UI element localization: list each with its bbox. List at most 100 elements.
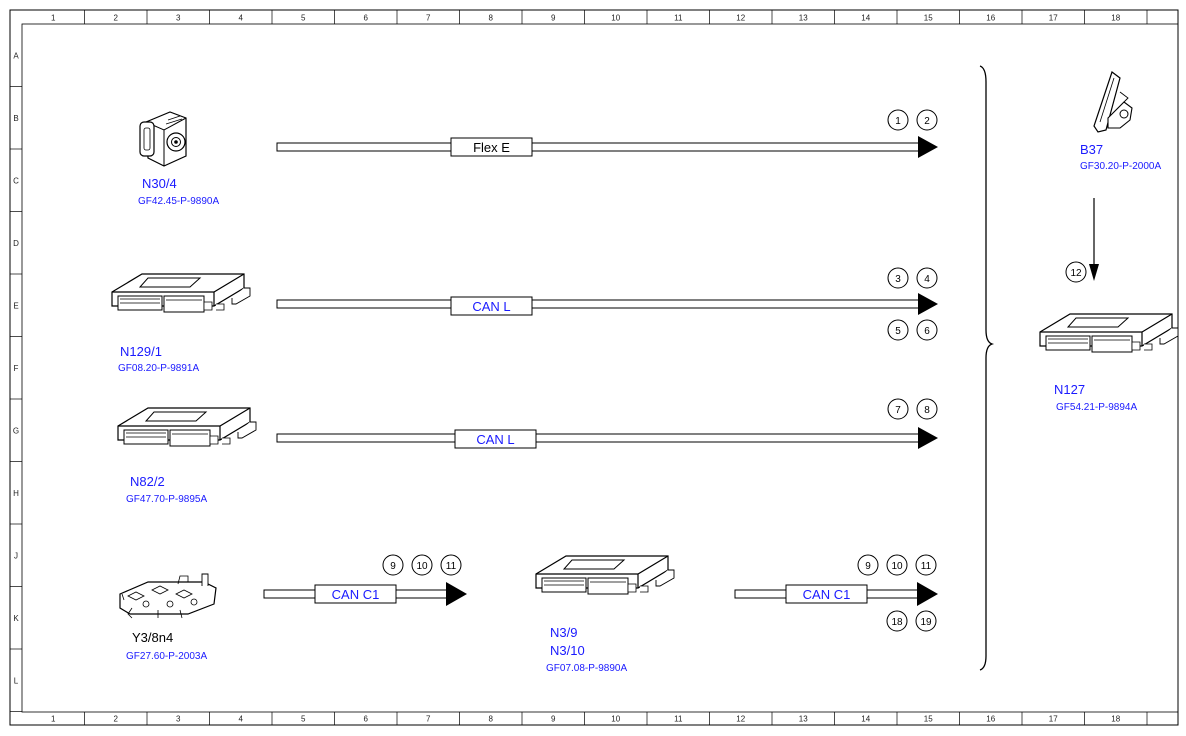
- component-y3-8n4[interactable]: Y3/8n4 GF27.60-P-2003A: [119, 573, 217, 662]
- connector-9[interactable]: 9: [857, 554, 879, 576]
- connector-7[interactable]: 7: [887, 398, 909, 420]
- connector-10[interactable]: 10: [886, 554, 908, 576]
- arrow-head-icon: [918, 293, 938, 315]
- component-n127[interactable]: N127 GF54.21-P-9894A: [1039, 313, 1179, 413]
- grid-row-label: D: [13, 239, 19, 248]
- component-name: B37: [1080, 142, 1103, 157]
- bus-label: CAN L: [476, 432, 514, 447]
- bus-can-c1-1: CAN C1: [263, 582, 467, 606]
- component-name: N82/2: [130, 474, 165, 489]
- svg-text:18: 18: [891, 617, 903, 628]
- grid-column-label: 4: [239, 14, 244, 23]
- grid-column-label: 11: [674, 14, 683, 23]
- connector-6[interactable]: 6: [916, 319, 938, 341]
- grid-column-label: 4: [239, 715, 244, 724]
- grid-row-label: E: [13, 301, 18, 310]
- component-ref[interactable]: GF08.20-P-9891A: [118, 363, 199, 374]
- grid-column-label: 14: [861, 14, 870, 23]
- connector-10[interactable]: 10: [411, 554, 433, 576]
- component-ref[interactable]: GF54.21-P-9894A: [1056, 402, 1137, 413]
- bus-line: [276, 433, 920, 443]
- connector-18[interactable]: 18: [886, 610, 908, 632]
- component-n82-2[interactable]: N82/2 GF47.70-P-9895A: [117, 407, 257, 505]
- component-ref[interactable]: GF42.45-P-9890A: [138, 196, 219, 207]
- grid-column-label: 5: [301, 715, 306, 724]
- connector-9[interactable]: 9: [382, 554, 404, 576]
- connector-19[interactable]: 19: [915, 610, 937, 632]
- bus-label: CAN C1: [332, 587, 380, 602]
- arrow-head-icon: [918, 427, 938, 449]
- bus-can-l-2: CAN L: [276, 427, 938, 449]
- grid-column-label: 6: [364, 14, 369, 23]
- connector-12[interactable]: 12: [1065, 261, 1087, 283]
- bus-label-box: [450, 296, 533, 316]
- component-ref[interactable]: GF07.08-P-9890A: [546, 663, 627, 674]
- abs-unit-icon: [139, 111, 187, 167]
- grid-column-label: 12: [736, 715, 745, 724]
- grid-column-label: 1: [51, 14, 56, 23]
- control-unit-icon: [111, 273, 251, 313]
- bus-label-box: [314, 584, 397, 604]
- connector-8[interactable]: 8: [916, 398, 938, 420]
- grid-column-label: 15: [924, 14, 933, 23]
- connector-3[interactable]: 3: [887, 267, 909, 289]
- grid-column-label: 10: [611, 715, 620, 724]
- grid-row-label: G: [13, 426, 19, 435]
- bus-label: CAN L: [472, 299, 510, 314]
- component-name: Y3/8n4: [132, 630, 173, 645]
- component-n3-9[interactable]: N3/9 N3/10 GF07.08-P-9890A: [535, 555, 675, 674]
- control-unit-icon: [117, 407, 257, 447]
- component-n129-1[interactable]: N129/1 GF08.20-P-9891A: [111, 273, 251, 374]
- connector-4[interactable]: 4: [916, 267, 938, 289]
- connector-11[interactable]: 11: [915, 554, 937, 576]
- bus-can-l-1: CAN L: [276, 293, 938, 316]
- grid-row-label: L: [14, 676, 19, 685]
- connector-11[interactable]: 11: [440, 554, 462, 576]
- component-ref[interactable]: GF30.20-P-2000A: [1080, 161, 1161, 172]
- drawing-area-border: [21, 23, 1179, 713]
- component-name: N30/4: [142, 176, 177, 191]
- bus-label-box: [785, 584, 868, 604]
- bus-line: [276, 142, 920, 152]
- bus-label: Flex E: [473, 140, 510, 155]
- grid-column-label: 12: [736, 14, 745, 23]
- component-name-secondary: N3/10: [550, 643, 585, 658]
- svg-text:19: 19: [920, 617, 932, 628]
- pedal-sensor-icon: [1093, 71, 1133, 133]
- grid-column-label: 13: [799, 14, 808, 23]
- svg-text:11: 11: [446, 561, 457, 572]
- grid-column-label: 3: [176, 14, 181, 23]
- svg-text:11: 11: [921, 561, 932, 572]
- grid-row-label: H: [13, 489, 19, 498]
- svg-text:3: 3: [895, 274, 901, 285]
- component-ref[interactable]: GF47.70-P-9895A: [126, 494, 207, 505]
- svg-text:6: 6: [924, 326, 930, 337]
- arrow-down-icon: [1089, 264, 1099, 281]
- grid-column-label: 2: [114, 14, 119, 23]
- grid-column-label: 2: [114, 715, 119, 724]
- grid-column-label: 13: [799, 715, 808, 724]
- connector-1[interactable]: 1: [887, 109, 909, 131]
- grid-row-label: C: [13, 176, 19, 185]
- grid-column-label: 18: [1111, 14, 1120, 23]
- grid-column-label: 11: [674, 715, 683, 724]
- grid-column-label: 5: [301, 14, 306, 23]
- component-name: N3/9: [550, 625, 577, 640]
- svg-text:2: 2: [924, 116, 930, 127]
- arrow-head-icon: [446, 582, 467, 606]
- connector-2[interactable]: 2: [916, 109, 938, 131]
- svg-text:10: 10: [416, 561, 428, 572]
- component-n30-4[interactable]: N30/4 GF42.45-P-9890A: [138, 111, 219, 207]
- component-name: N129/1: [120, 344, 162, 359]
- connector-5[interactable]: 5: [887, 319, 909, 341]
- svg-text:10: 10: [891, 561, 903, 572]
- grid-column-label: 6: [364, 715, 369, 724]
- b37-link: [1089, 198, 1099, 281]
- svg-text:7: 7: [895, 405, 901, 416]
- component-b37[interactable]: B37 GF30.20-P-2000A: [1080, 71, 1161, 172]
- grid-row-label: A: [13, 51, 19, 60]
- component-ref[interactable]: GF27.60-P-2003A: [126, 651, 207, 662]
